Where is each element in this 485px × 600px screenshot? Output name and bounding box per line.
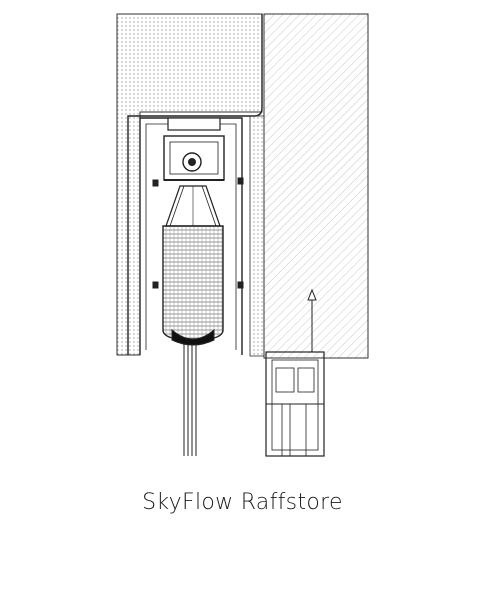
guide-rails — [183, 344, 197, 456]
window-frame — [265, 288, 325, 457]
technical-drawing — [116, 13, 369, 457]
motor-unit — [163, 117, 225, 181]
page-title: SkyFlow Raffstore — [142, 490, 343, 515]
slat-stack — [162, 185, 224, 346]
concrete-lintel — [249, 13, 369, 359]
